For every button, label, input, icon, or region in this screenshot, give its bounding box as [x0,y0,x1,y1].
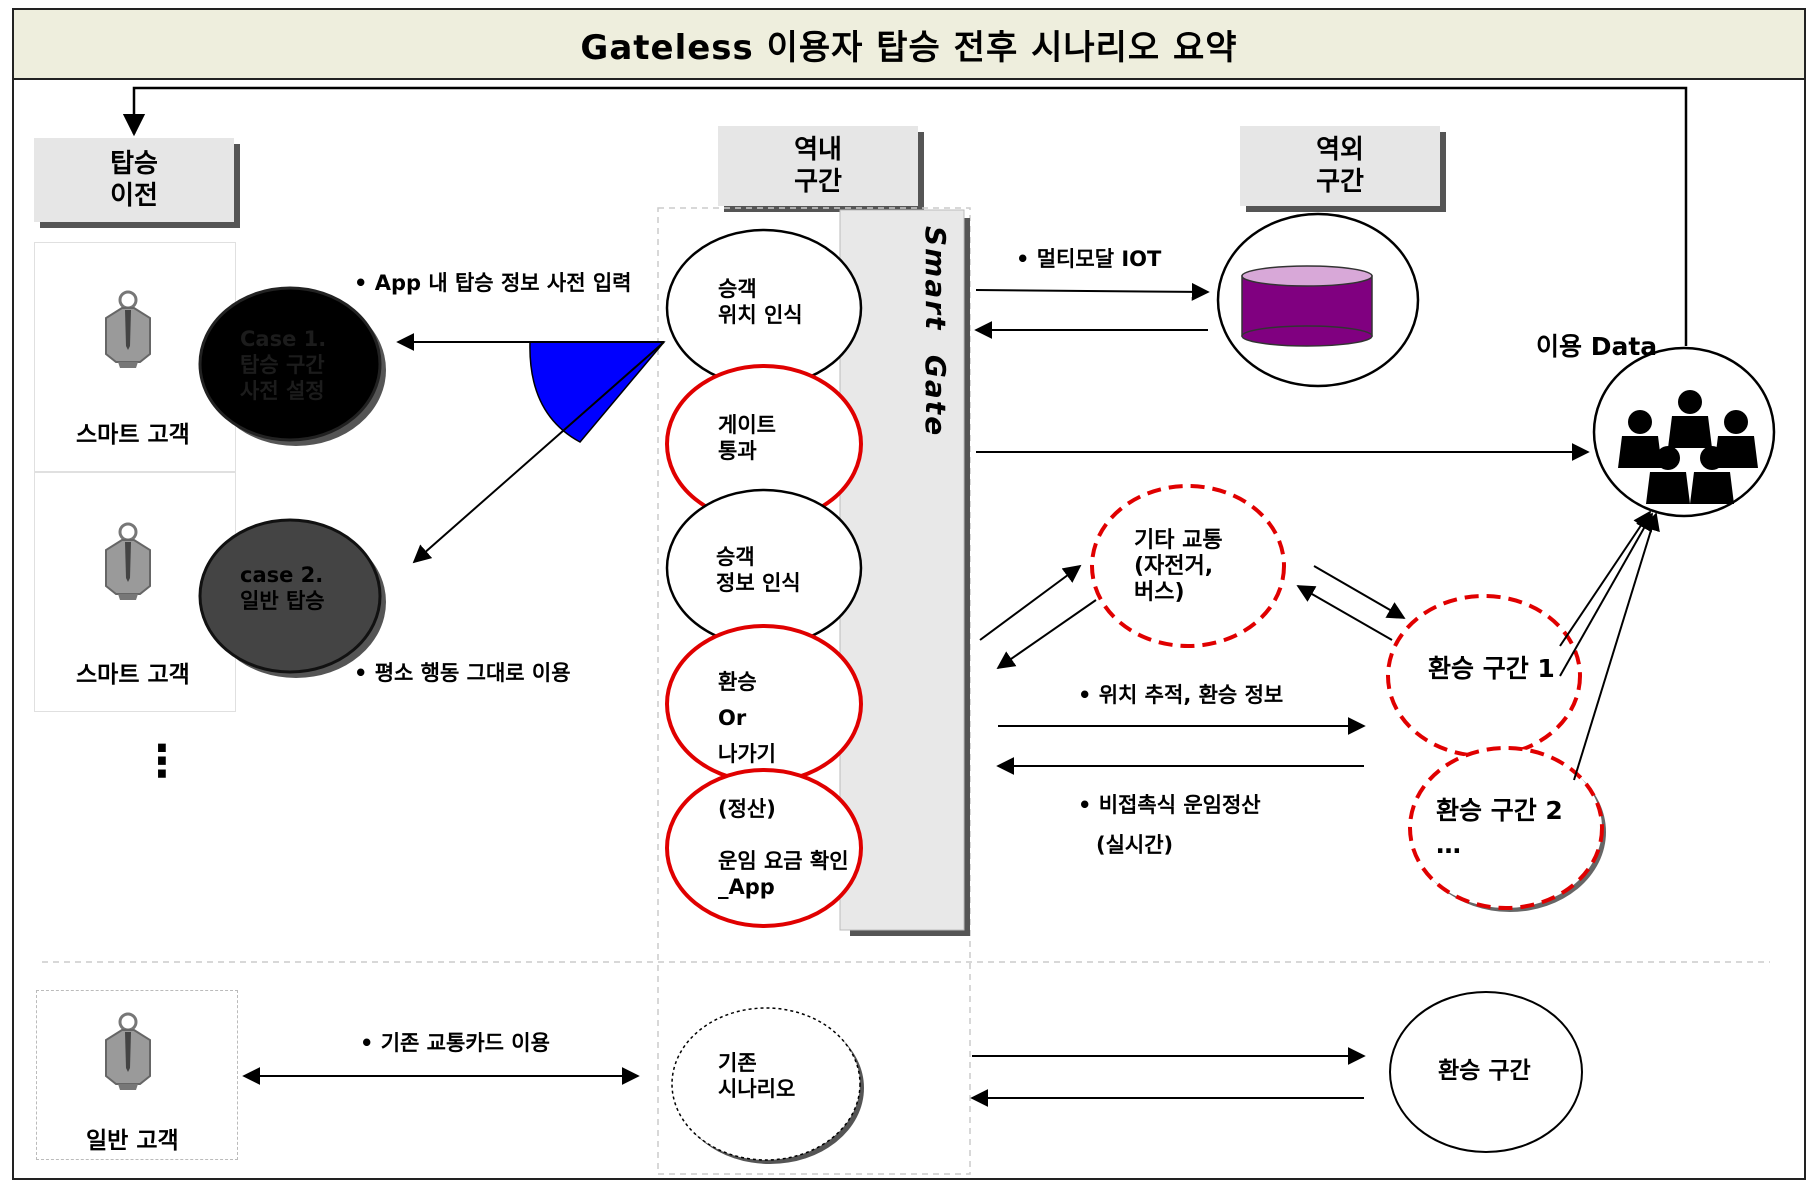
normal-use-annotation: • 평소 행동 그대로 이용 [354,661,571,685]
case2-label: case 2. 일반 탑승 [240,563,325,613]
smart-customer-icon-1 [104,290,152,370]
legacy-transfer-label: 환승 구간 [1438,1058,1531,1084]
arrow-transfer1b-to-data [1559,512,1653,677]
legacy-scenario-label: 기존 시나리오 [718,1051,796,1101]
transfer1-label: 환승 구간 1 [1428,654,1555,683]
case1-label: Case 1. 탑승 구간 사전 설정 [240,327,327,403]
customer-cell-general [36,990,238,1160]
header-out-station: 역외 구간 [1240,126,1440,206]
realtime-annotation: (실시간) [1096,833,1174,857]
transfer2-circle [1408,746,1604,910]
other-transport-circle [1090,484,1286,648]
case2-circle [198,518,382,674]
general-customer-icon [104,1012,152,1092]
arrow-to-case2 [412,341,665,564]
return-loop-arrow [122,86,1688,346]
fare-annotation: • 비접촉식 운임정산 [1078,793,1261,817]
case1-circle [198,286,382,442]
transfer2-label: 환승 구간 2 … [1436,796,1563,859]
arrow-transfer2-to-data [1573,512,1660,781]
step-info-label: 승객 정보 인식 [716,545,801,595]
header-in-station: 역내 구간 [718,126,918,206]
multimodal-iot-annotation: • 멀티모달 IOT [1016,247,1162,271]
more-customers-ellipsis: ⋮ [140,736,184,787]
step-gate-pass-label: 게이트 통과 [718,413,776,463]
app-input-annotation: • App 내 탑승 정보 사전 입력 [354,271,632,295]
step-circle-settlement [665,768,863,928]
legacy-scenario-circle [671,1007,861,1161]
arrow-transfer1-to-other [1296,585,1393,641]
usage-data-label: 이용 Data [1536,332,1658,361]
arrow-gate-to-other [979,564,1082,641]
header-before-boarding: 탑승 이전 [34,138,234,222]
database-icon [1241,265,1373,347]
smart-customer-label-1: 스마트 고객 [76,422,190,448]
card-annotation: • 기존 교통카드 이용 [360,1031,550,1055]
page-title: Gateless 이용자 탑승 전후 시나리오 요약 [12,8,1806,80]
smart-customer-icon-2 [104,522,152,602]
arrow-other-to-transfer1 [1313,565,1406,619]
arrow-transfer1-to-data [1559,510,1652,647]
smart-customer-label-2: 스마트 고객 [76,662,190,688]
blue-wedge-shape [529,341,666,443]
step-transfer-exit-label: 환승 Or 나가기 [718,670,776,766]
smart-gate-label: Smart Gate [919,226,952,438]
step-settlement-label: (정산) 운임 요금 확인 _App [718,797,849,899]
general-customer-label: 일반 고객 [86,1128,179,1154]
arrow-gate-to-iot [975,282,1210,301]
tracking-annotation: • 위치 추적, 환승 정보 [1078,683,1284,707]
arrow-other-to-gate [996,599,1097,670]
legacy-transfer-circle [1389,991,1583,1153]
other-transport-label: 기타 교통 (자전거, 버스) [1134,528,1223,605]
users-group-icon [1618,390,1758,504]
step-location-label: 승객 위치 인식 [718,277,803,327]
